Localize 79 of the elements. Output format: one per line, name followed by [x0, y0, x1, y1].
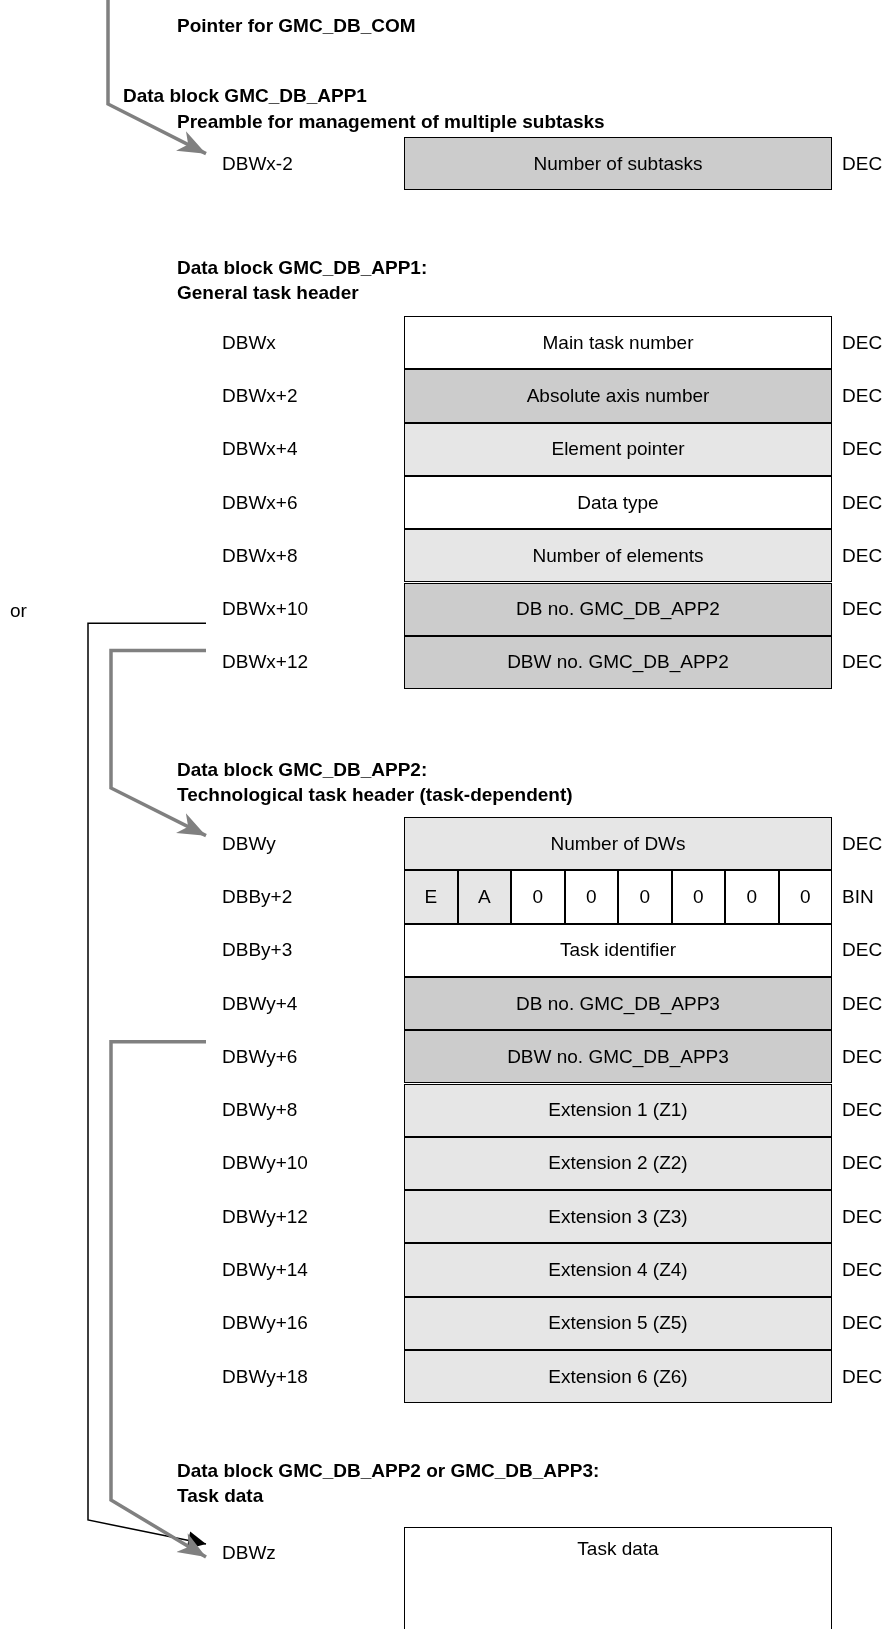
address-label: DBWy+16 — [206, 1303, 356, 1344]
section-heading: Technological task header (task-dependent) — [177, 784, 573, 806]
memory-cell: Task identifier — [404, 923, 832, 977]
bit-cell: 0 — [564, 870, 618, 924]
memory-cell: DBW no. GMC_DB_APP3 — [404, 1030, 832, 1084]
bit-cell: 0 — [511, 870, 565, 924]
section-heading: Pointer for GMC_DB_COM — [177, 15, 416, 37]
data-type-label: DEC — [842, 438, 883, 461]
address-label: DBWy+4 — [206, 983, 356, 1024]
address-label: DBWy+10 — [206, 1143, 356, 1184]
section-heading: Data block GMC_DB_APP1: — [177, 257, 428, 279]
address-label: DBWy — [206, 823, 356, 864]
memory-cell: Extension 5 (Z5) — [404, 1296, 832, 1350]
address-label: DBWx+2 — [206, 375, 356, 416]
memory-cell: Number of subtasks — [404, 137, 832, 191]
memory-cell: Extension 3 (Z3) — [404, 1190, 832, 1244]
section-heading: General task header — [177, 282, 359, 304]
data-type-label: DEC — [842, 651, 883, 674]
memory-cell: Number of elements — [404, 529, 832, 583]
data-type-label: DEC — [842, 1205, 883, 1228]
address-label: DBWy+6 — [206, 1036, 356, 1077]
memory-cell: Number of DWs — [404, 817, 832, 871]
address-label: DBWx+8 — [206, 535, 356, 576]
section-heading: Task data — [177, 1485, 264, 1507]
memory-cell: DB no. GMC_DB_APP2 — [404, 582, 832, 636]
bit-cell: E — [404, 870, 458, 924]
data-type-label: DEC — [842, 1365, 883, 1388]
section-heading: Data block GMC_DB_APP2: — [177, 759, 428, 781]
data-type-label: DEC — [842, 598, 883, 621]
address-label: DBBy+3 — [206, 930, 356, 971]
address-label: DBWx-2 — [206, 143, 356, 184]
memory-cell: DB no. GMC_DB_APP3 — [404, 976, 832, 1031]
data-type-label: DEC — [842, 992, 883, 1015]
data-type-label: DEC — [842, 1152, 883, 1175]
arrow — [109, 1040, 207, 1559]
section-heading: Data block GMC_DB_APP1 — [123, 85, 367, 107]
address-label: DBWz — [206, 1533, 356, 1573]
memory-cell: Extension 1 (Z1) — [404, 1083, 832, 1137]
address-label: DBWx+6 — [206, 482, 356, 523]
address-label: DBWx+10 — [206, 589, 356, 630]
bit-cell: 0 — [671, 870, 725, 924]
memory-cell: Data type — [404, 475, 832, 530]
data-type-label: DEC — [842, 832, 883, 855]
memory-cell: Main task number — [404, 316, 832, 370]
data-type-label: DEC — [842, 1099, 883, 1122]
memory-cell: DBW no. GMC_DB_APP2 — [404, 635, 832, 690]
section-heading: Data block GMC_DB_APP2 or GMC_DB_APP3: — [177, 1460, 600, 1482]
address-label: DBWy+14 — [206, 1250, 356, 1291]
data-type-label: DEC — [842, 491, 883, 514]
address-label: DBWy+12 — [206, 1196, 356, 1237]
bit-cell: A — [457, 870, 511, 924]
address-label: DBWx+4 — [206, 429, 356, 470]
memory-cell: Element pointer — [404, 422, 832, 476]
data-type-label: DEC — [842, 1312, 883, 1335]
bit-cell: 0 — [618, 870, 672, 924]
data-type-label: DEC — [842, 152, 883, 175]
data-box: Task data — [404, 1527, 832, 1629]
memory-cell: Extension 2 (Z2) — [404, 1136, 832, 1191]
memory-cell: Extension 4 (Z4) — [404, 1243, 832, 1297]
data-type-label: DEC — [842, 1259, 883, 1282]
section-heading: Preamble for management of multiple subtasks — [177, 111, 605, 133]
memory-cell: Extension 6 (Z6) — [404, 1350, 832, 1404]
arrow — [106, 0, 207, 156]
address-label: DBWy+8 — [206, 1090, 356, 1131]
data-type-label: BIN — [842, 885, 874, 908]
data-type-label: DEC — [842, 939, 883, 962]
address-label: DBWy+18 — [206, 1356, 356, 1397]
data-type-label: DEC — [842, 331, 883, 354]
address-label: DBBy+2 — [206, 876, 356, 917]
address-label: DBWx+12 — [206, 642, 356, 683]
address-label: DBWx — [206, 322, 356, 363]
data-type-label: DEC — [842, 384, 883, 407]
data-type-label: DEC — [842, 1045, 883, 1068]
arrow — [109, 648, 207, 838]
data-type-label: DEC — [842, 544, 883, 567]
memory-cell: Absolute axis number — [404, 369, 832, 423]
bit-cell: 0 — [778, 870, 832, 924]
note-label: or — [10, 600, 27, 622]
bit-cell: 0 — [725, 870, 779, 924]
